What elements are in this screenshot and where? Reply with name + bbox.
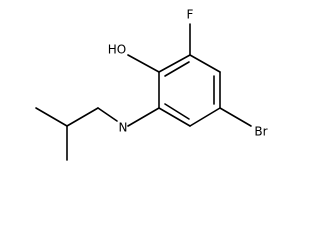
ring-double-bond-c5-c6 — [164, 103, 190, 120]
bond-c1-oxygen — [127, 54, 160, 73]
ring-bond-c1-c2 — [158, 54, 191, 73]
ring-bond-c2-c3 — [189, 54, 221, 73]
atom-label-nitrogen: N — [119, 121, 128, 135]
atom-label-hydroxyl: HO — [108, 43, 126, 57]
atom-label-bromine: Br — [254, 125, 267, 139]
bond-c6-nitrogen — [127, 107, 160, 127]
bond-ch-methyl-upper — [35, 107, 68, 127]
atom-label-fluorine: F — [187, 8, 194, 22]
benzene-ring — [158, 54, 221, 127]
bond-nitrogen-ch2 — [97, 107, 118, 122]
ring-double-bond-c1-c2 — [164, 61, 190, 77]
ring-bond-c4-c5 — [189, 107, 221, 127]
molecule-structure: HO F Br N — [35, 8, 268, 161]
ring-bond-c5-c6 — [158, 107, 191, 127]
bond-c4-bromine — [219, 107, 252, 127]
bond-ch2-ch — [66, 107, 99, 127]
